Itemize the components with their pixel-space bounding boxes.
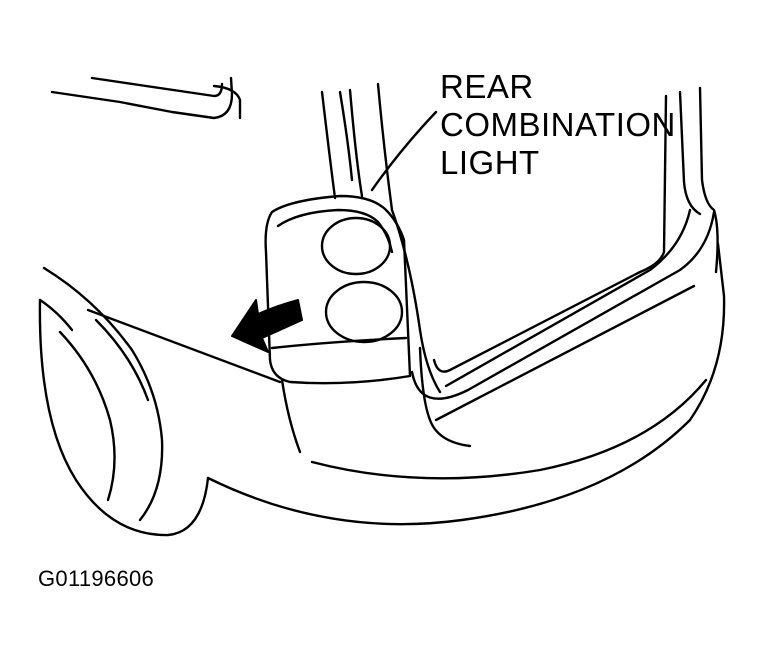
- callout-line-1: REAR: [440, 68, 534, 105]
- callout-line-2: COMBINATION: [440, 106, 676, 143]
- lower-lamp-lens: [326, 282, 402, 342]
- rear-bumper: [88, 244, 724, 524]
- callout-line-3: LIGHT: [440, 144, 540, 181]
- tailgate-opening: [322, 84, 718, 446]
- figure-id: G01196606: [38, 566, 155, 591]
- callout-leader-line: [372, 112, 436, 190]
- callout-label: REAR COMBINATION LIGHT: [440, 68, 676, 182]
- rear-tire: [40, 268, 208, 535]
- rear-combination-light: [266, 196, 410, 383]
- upper-lamp-lens: [322, 218, 390, 274]
- upper-body-panel: [52, 78, 240, 118]
- removal-direction-arrow-icon: [232, 300, 302, 352]
